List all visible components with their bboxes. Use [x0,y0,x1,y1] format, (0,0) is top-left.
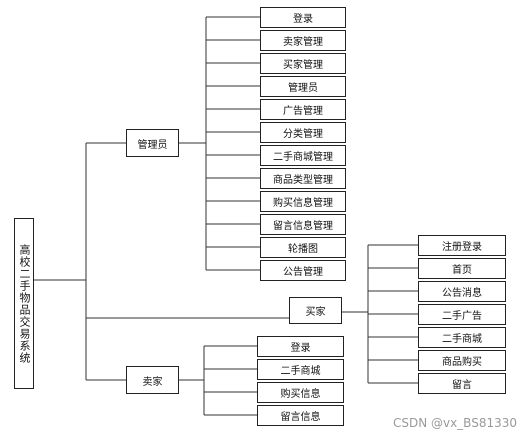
buyer-item: 二手商城 [418,327,506,348]
buyer-node: 买家 [289,297,342,324]
admin-item: 卖家管理 [260,30,346,51]
admin-item: 留言信息管理 [260,214,346,235]
buyer-item: 公告消息 [418,281,506,302]
watermark: CSDN @vx_BS81330 [392,416,517,430]
admin-item: 分类管理 [260,122,346,143]
seller-node: 卖家 [126,366,179,394]
admin-item: 轮播图 [260,237,346,258]
buyer-item: 二手广告 [418,304,506,325]
admin-item: 广告管理 [260,99,346,120]
admin-item: 管理员 [260,76,346,97]
buyer-item: 注册登录 [418,235,506,256]
admin-node: 管理员 [126,129,179,157]
seller-item: 登录 [257,336,344,357]
seller-item: 二手商城 [257,359,344,380]
admin-item: 登录 [260,7,346,28]
admin-item: 购买信息管理 [260,191,346,212]
seller-item: 留言信息 [257,405,344,426]
admin-item: 买家管理 [260,53,346,74]
buyer-item: 首页 [418,258,506,279]
admin-item: 公告管理 [260,260,346,281]
root-node: 高校二手物品交易系统 [14,218,34,389]
buyer-item: 留言 [418,373,506,394]
admin-item: 二手商城管理 [260,145,346,166]
seller-item: 购买信息 [257,382,344,403]
buyer-item: 商品购买 [418,350,506,371]
admin-item: 商品类型管理 [260,168,346,189]
